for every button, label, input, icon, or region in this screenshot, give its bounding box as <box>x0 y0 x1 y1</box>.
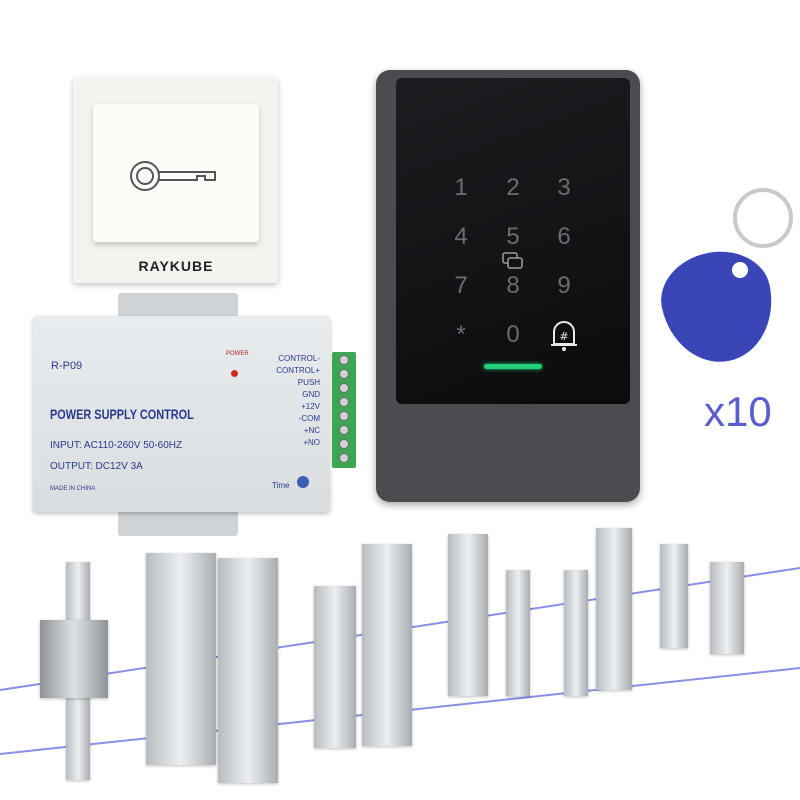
terminal-label: -COM <box>298 414 320 423</box>
key-ring <box>733 188 793 248</box>
terminal-label: +12V <box>301 402 320 411</box>
keypad-glass: 1 2 3 4 5 6 7 8 9 * 0 # <box>396 78 630 404</box>
terminal-screw <box>339 355 349 365</box>
power-supply <box>33 316 330 512</box>
magnetic-lock <box>596 528 632 690</box>
time-adjust-knob <box>297 476 309 488</box>
terminal-screw <box>339 383 349 393</box>
status-led <box>484 364 542 369</box>
psu-time-label: Time <box>272 481 290 490</box>
terminal-label: +NC <box>303 426 320 435</box>
psu-input-spec: INPUT: AC110-260V 50-60HZ <box>50 440 183 451</box>
terminal-label: GND <box>302 390 320 399</box>
key-hash: # <box>559 330 568 343</box>
terminal-label: CONTROL+ <box>276 366 320 375</box>
terminal-screw <box>339 369 349 379</box>
terminal-label: +NO <box>303 438 320 447</box>
key-6: 6 <box>557 223 571 250</box>
electric-strike-body <box>40 620 108 698</box>
terminal-screw <box>339 397 349 407</box>
key-7: 7 <box>454 272 468 299</box>
key-2: 2 <box>506 174 520 201</box>
exit-button-brand: RAYKUBE <box>138 258 214 274</box>
magnetic-lock <box>448 534 488 696</box>
terminal-label: CONTROL- <box>278 354 320 363</box>
rfid-fob <box>652 241 784 373</box>
magnetic-lock-bracket <box>564 570 588 696</box>
key-9: 9 <box>557 272 571 299</box>
electric-bolt-lock <box>146 553 216 765</box>
key-4: 4 <box>454 223 468 250</box>
magnetic-lock-bracket <box>506 570 530 696</box>
card-icon <box>502 252 523 269</box>
key-icon <box>130 161 216 191</box>
zl-bracket <box>660 544 688 648</box>
fob-quantity: x10 <box>704 388 772 435</box>
terminal-block <box>332 352 356 468</box>
key-5: 5 <box>506 223 520 250</box>
psu-mount-bracket <box>118 508 238 536</box>
psu-output-spec: OUTPUT: DC12V 3A <box>50 461 143 472</box>
key-star: * <box>456 321 466 348</box>
bell-icon: # <box>551 321 577 351</box>
terminal-screw <box>339 425 349 435</box>
key-0: 0 <box>506 321 520 348</box>
psu-model: R-P09 <box>51 360 83 372</box>
magnetic-lock-bracket <box>314 586 356 748</box>
key-3: 3 <box>557 174 571 201</box>
psu-made-in: MADE IN CHINA <box>50 486 96 492</box>
key-1: 1 <box>454 174 468 201</box>
magnetic-lock <box>362 544 412 746</box>
psu-power-label: POWER <box>226 351 249 357</box>
terminal-screw <box>339 453 349 463</box>
psu-power-led <box>231 370 238 377</box>
fob-hole <box>732 262 748 278</box>
psu-terminal-labels: CONTROL- CONTROL+ PUSH GND +12V -COM +NC… <box>262 353 320 449</box>
key-8: 8 <box>506 272 520 299</box>
terminal-screw <box>339 439 349 449</box>
terminal-screw <box>339 411 349 421</box>
zl-bracket <box>710 562 744 654</box>
terminal-label: PUSH <box>297 378 320 387</box>
exit-button <box>93 104 259 242</box>
psu-title: POWER SUPPLY CONTROL <box>50 406 194 422</box>
electric-bolt-lock <box>218 558 278 783</box>
